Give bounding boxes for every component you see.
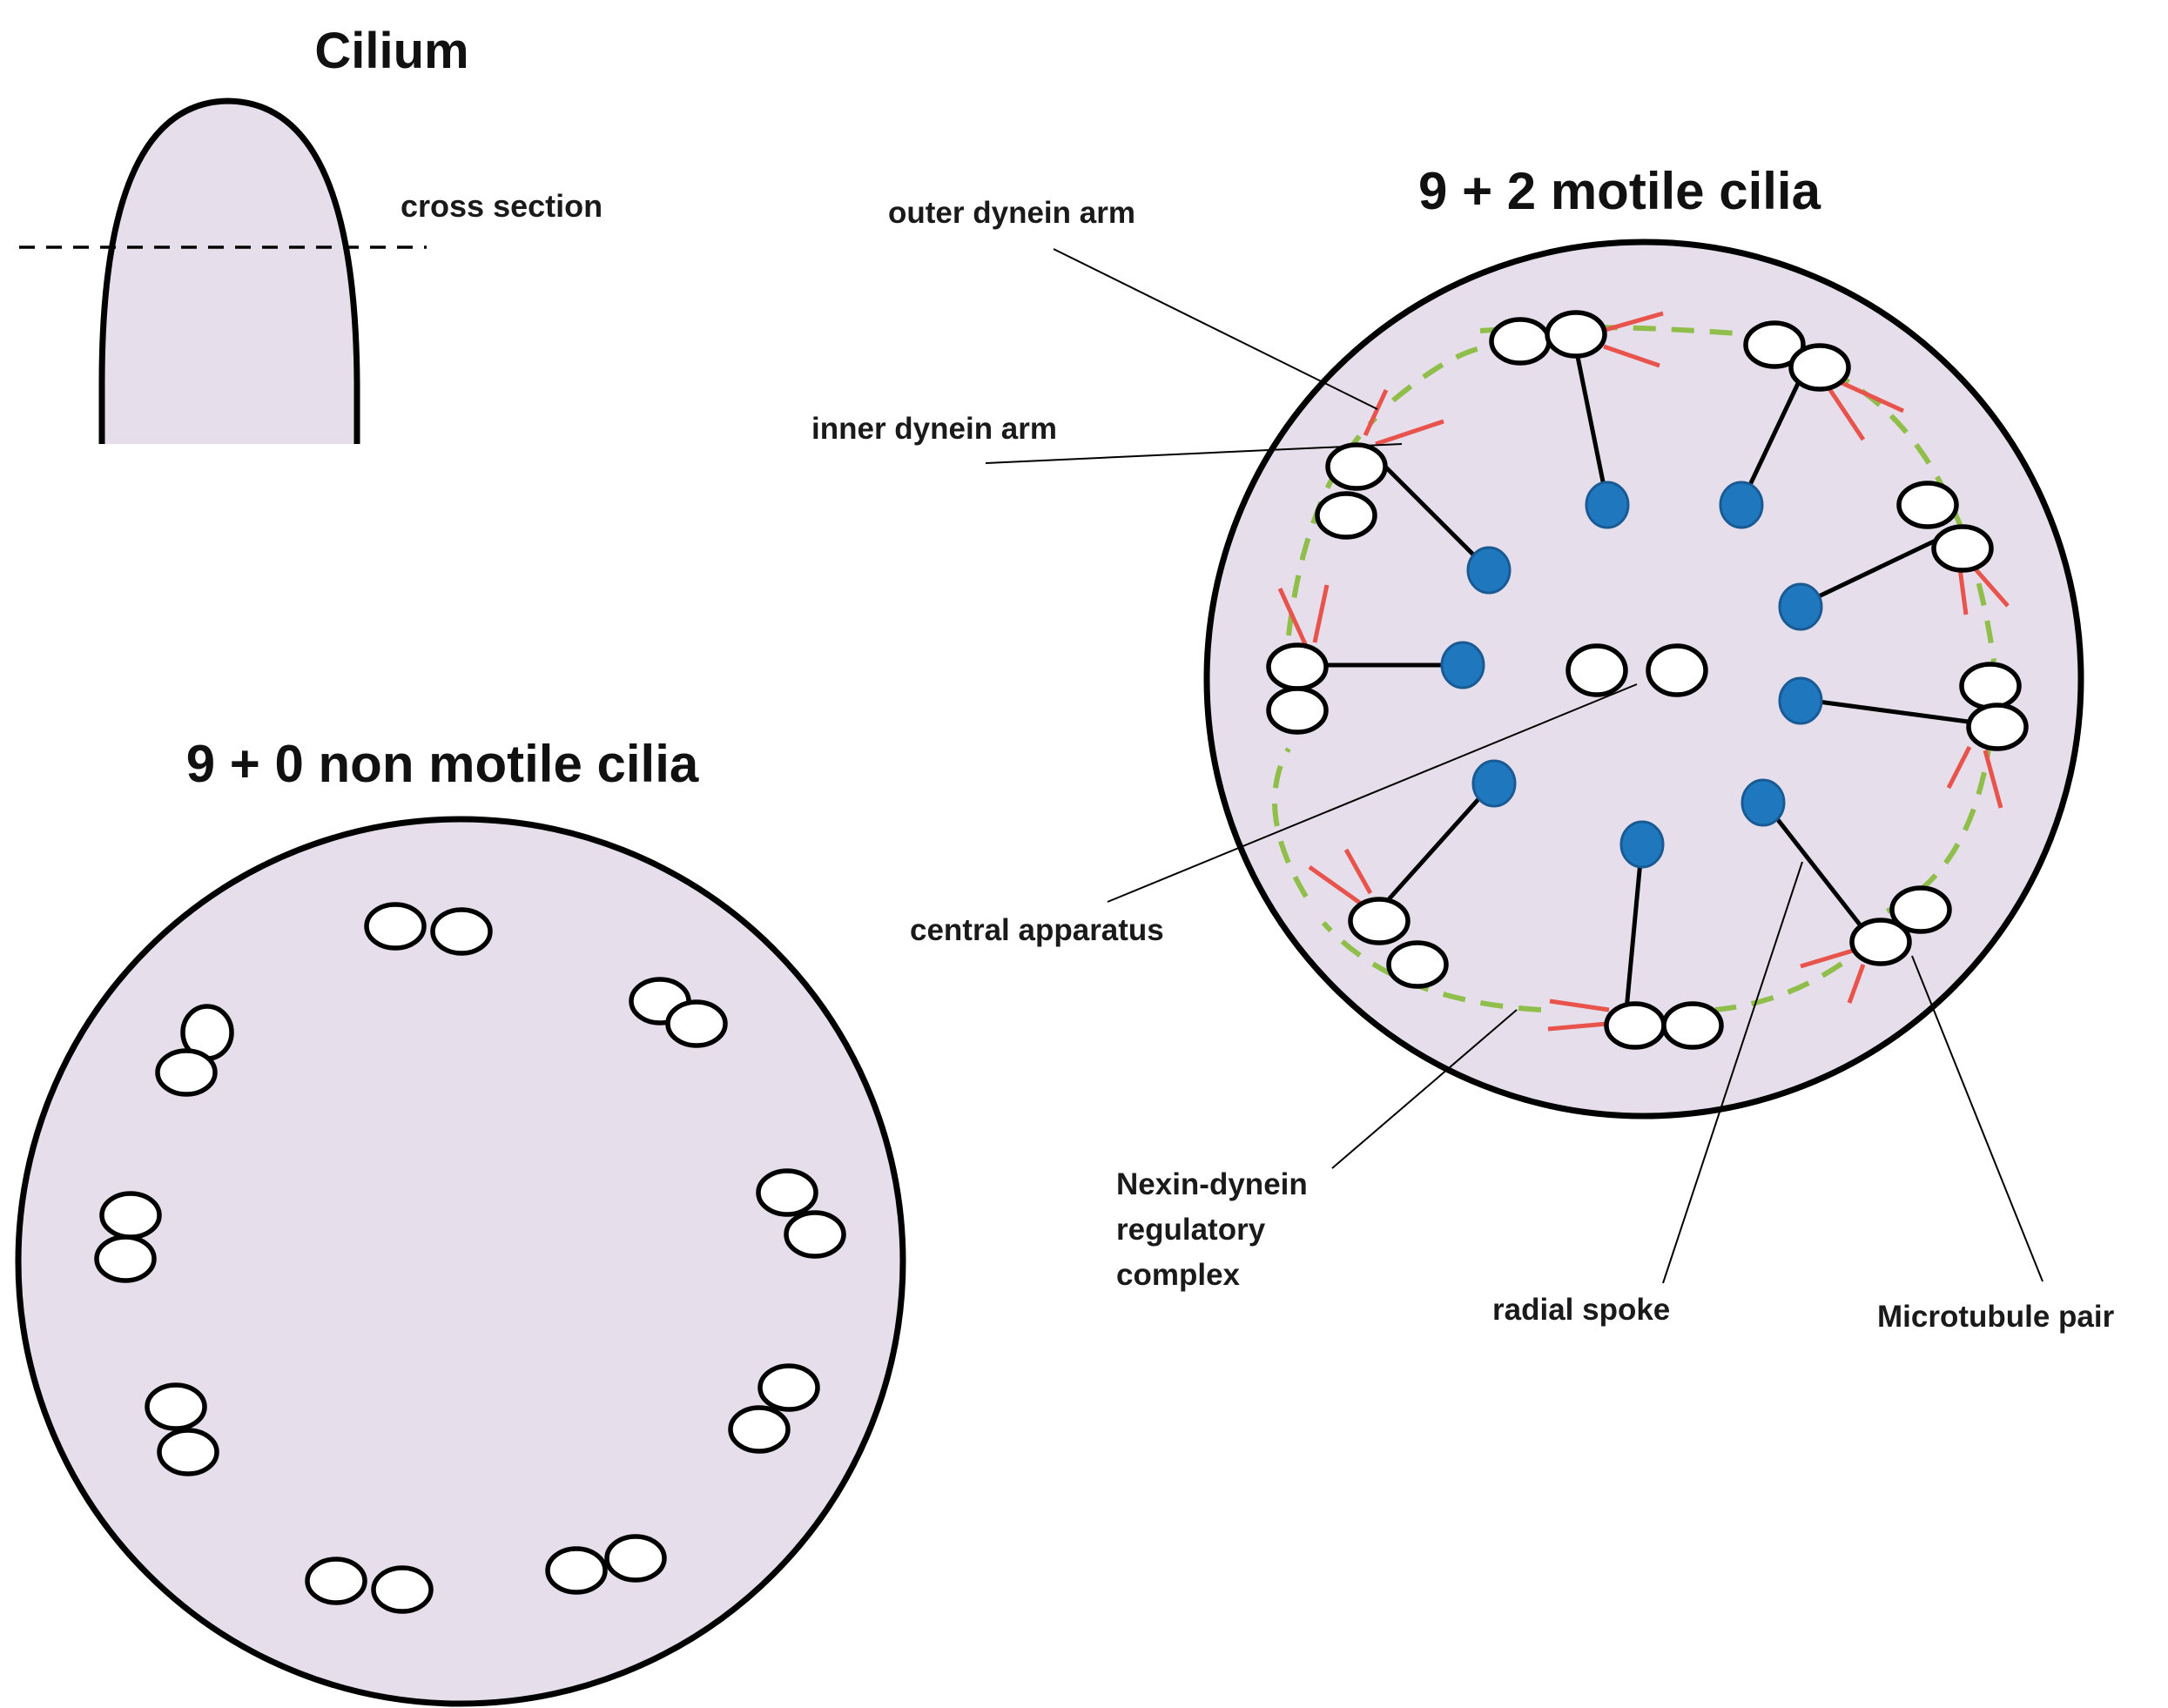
microtubule [94, 1234, 157, 1283]
microtubule [157, 1428, 219, 1476]
microtubule [155, 1048, 218, 1097]
dynein-arms [1277, 311, 2010, 1032]
motile-membrane [1203, 239, 2084, 1120]
central-microtubule [1565, 643, 1628, 697]
nexin-dynein-ring-segment [1272, 747, 1309, 898]
label-outer-dynein-arm: outer dynein arm [888, 196, 1135, 230]
microtubule [756, 1168, 818, 1217]
microtubule [371, 1565, 434, 1614]
microtubule [1743, 320, 1806, 369]
microtubule [1604, 1001, 1666, 1050]
radial-spoke [1798, 696, 1976, 725]
dynein-arm [1601, 311, 1664, 333]
microtubule [1889, 885, 1952, 934]
microtubule [1266, 642, 1329, 691]
spoke-head [1740, 778, 1786, 827]
dynein-arm [1363, 388, 1389, 437]
microtubule-doublets [1266, 310, 2029, 1050]
microtubule [545, 1546, 608, 1595]
microtubule [305, 1557, 367, 1605]
central-microtubule [1646, 643, 1708, 697]
microtubule [1545, 310, 1607, 359]
dynein-arm [1375, 419, 1444, 447]
label-nexin-dynein-line3: complex [1116, 1258, 1241, 1292]
radial-spoke [1624, 842, 1645, 1011]
microtubule [145, 1382, 207, 1431]
label-inner-dynein-arm: inner dynein arm [811, 412, 1057, 446]
radial-spoke [1761, 799, 1874, 942]
dynein-arm [1277, 587, 1309, 648]
microtubule [1849, 918, 1912, 966]
leader-inner-dynein-arm [985, 443, 1403, 464]
microtubule [1661, 1001, 1724, 1050]
label-nexin-dynein-line1: Nexin-dynein [1116, 1167, 1308, 1201]
spoke-head [1466, 546, 1512, 595]
cilium-shaft [98, 98, 360, 444]
label-nexin-dynein-line2: regulatory [1116, 1213, 1266, 1247]
leader-central-apparatus [1107, 683, 1638, 903]
dynein-arm [1603, 344, 1660, 368]
label-radial-spoke: radial spoke [1492, 1293, 1670, 1327]
microtubule [1325, 442, 1388, 491]
microtubule [1489, 317, 1552, 366]
microtubule [757, 1363, 820, 1412]
motile-cilia-cross-section: 9 + 2 motile cilia [811, 162, 2115, 1334]
dynein-arm [1343, 848, 1373, 895]
dynein-arm [1312, 584, 1330, 643]
microtubule [1266, 686, 1329, 735]
radial-spoke [1739, 373, 1805, 505]
nonmotile-cilia-cross-section: 9 + 0 non motile cilia [15, 735, 906, 1707]
radial-spoke [1572, 339, 1610, 504]
microtubule [1966, 703, 2029, 751]
radial-spoke [1799, 537, 1939, 608]
microtubule [604, 1534, 667, 1583]
spoke-head [1471, 759, 1517, 808]
leader-outer-dynein-arm [1053, 248, 1378, 410]
microtubule [364, 902, 427, 951]
leader-nexin-dynein [1331, 1009, 1518, 1169]
nexin-dynein-ring-segment [1391, 346, 1481, 403]
label-microtubule-pair: Microtubule pair [1877, 1300, 2115, 1334]
dynein-arm [1308, 864, 1365, 908]
cilium-longitudinal-view: Cilium cross section [19, 23, 603, 444]
spoke-head [1619, 820, 1665, 869]
dynein-arm [1826, 386, 1866, 441]
nonmotile-title: 9 + 0 non motile cilia [186, 735, 699, 793]
dynein-arm [1847, 964, 1866, 1004]
dynein-arm [1983, 750, 2003, 809]
microtubule [1788, 343, 1851, 392]
microtubule [1896, 481, 1959, 529]
dynein-arm [1946, 745, 1972, 790]
label-central-apparatus: central apparatus [910, 913, 1164, 947]
microtubule [1348, 897, 1411, 945]
radial-spoke [1378, 460, 1491, 572]
nonmotile-microtubule-doublets [94, 902, 846, 1614]
microtubule [1386, 940, 1449, 989]
microtubule [1959, 662, 2022, 710]
radial-spoke [1372, 780, 1496, 918]
dynein-arm [1800, 948, 1854, 969]
dynein-arm [1549, 999, 1610, 1012]
cross-section-label: cross section [401, 188, 603, 224]
motile-title: 9 + 2 motile cilia [1418, 162, 1821, 220]
microtubule [784, 1210, 846, 1259]
cilium-title: Cilium [314, 23, 468, 79]
microtubule [99, 1191, 162, 1240]
microtubule [430, 907, 493, 956]
microtubule [1931, 524, 1994, 573]
leader-microtubule-pair [1911, 955, 2043, 1282]
microtubule [1315, 491, 1377, 540]
microtubule [728, 1405, 791, 1454]
microtubule [665, 999, 728, 1048]
spoke-head [1719, 481, 1764, 529]
spoke-head [1585, 481, 1630, 529]
leader-radial-spoke [1662, 861, 1803, 1284]
spoke-head [1778, 676, 1823, 725]
spoke-head [1778, 582, 1823, 631]
spoke-head [1440, 641, 1485, 689]
dynein-arm [1547, 1021, 1608, 1032]
